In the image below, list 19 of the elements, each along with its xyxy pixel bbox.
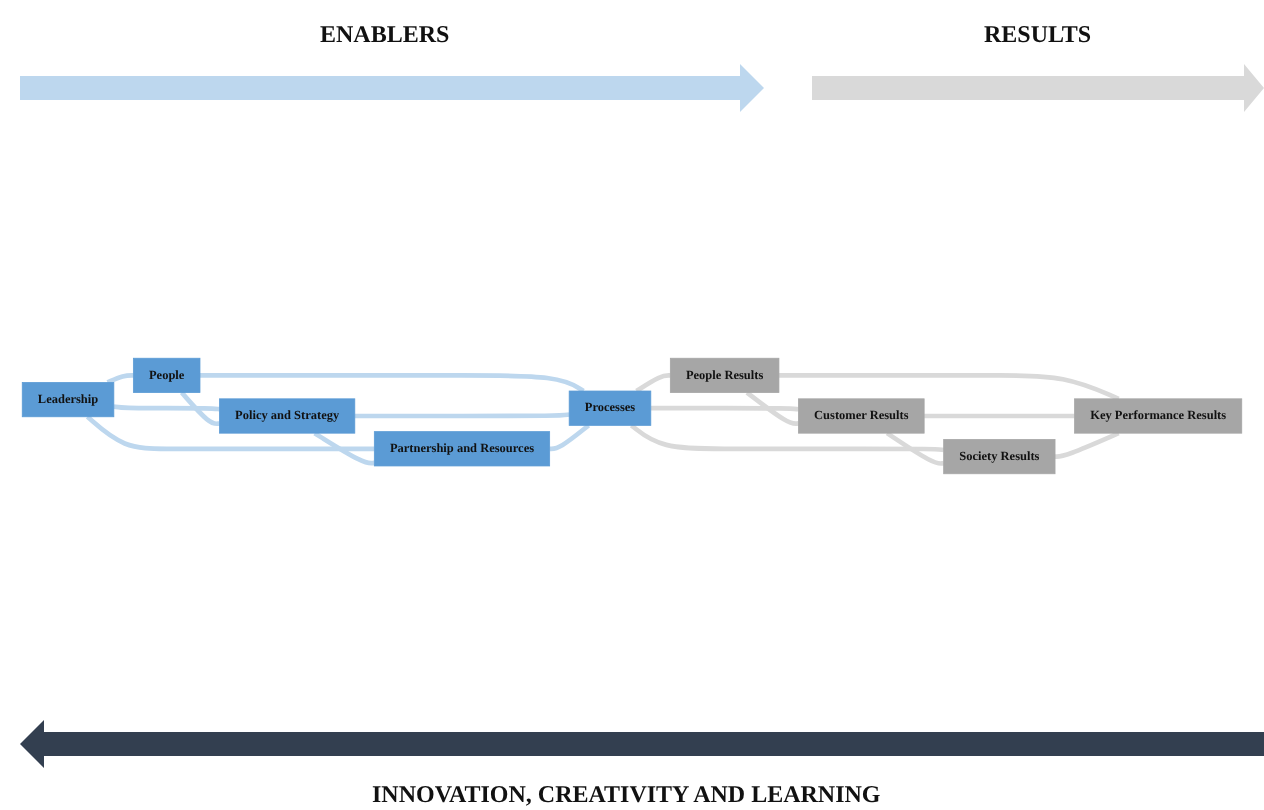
connector bbox=[778, 373, 1120, 401]
connector bbox=[885, 431, 945, 466]
connector bbox=[179, 391, 221, 427]
connector bbox=[313, 431, 376, 466]
connector bbox=[629, 423, 945, 453]
connector bbox=[113, 404, 221, 412]
connector bbox=[548, 423, 591, 452]
connector bbox=[635, 373, 672, 393]
connector bbox=[354, 412, 570, 419]
section-heading: ENABLERS bbox=[320, 20, 450, 50]
connector bbox=[745, 390, 800, 427]
section-heading: RESULTS bbox=[984, 20, 1092, 50]
connector bbox=[199, 373, 585, 393]
connector bbox=[1054, 431, 1120, 459]
connector bbox=[85, 415, 376, 452]
connector bbox=[650, 405, 800, 412]
connector bbox=[923, 413, 1076, 419]
connector bbox=[106, 373, 135, 385]
feedback-label: INNOVATION, CREATIVITY AND LEARNING bbox=[372, 780, 881, 810]
